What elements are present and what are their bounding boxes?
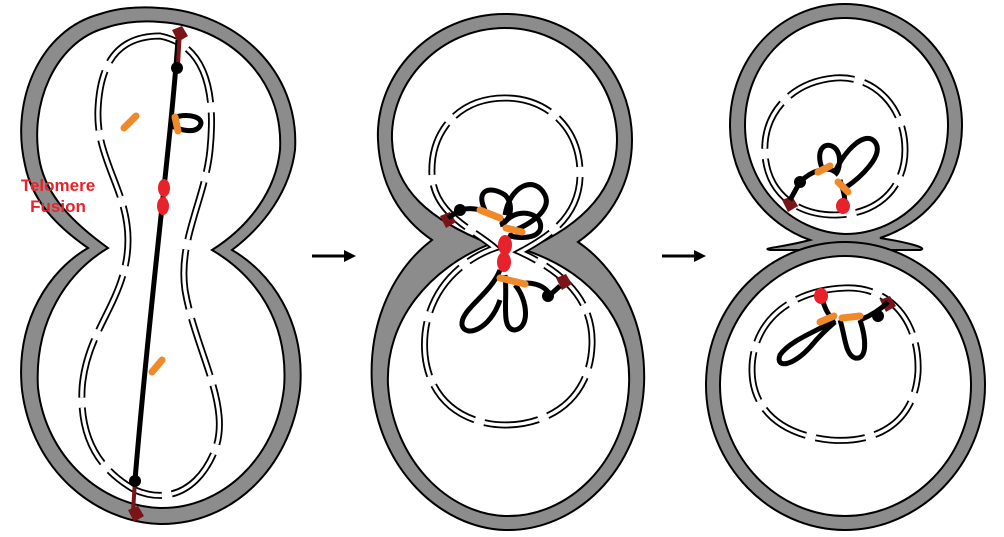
panel-3 [706, 4, 985, 530]
kinetochore-3a [794, 176, 806, 188]
telomere-fusion-label-line1: Telomere [8, 175, 108, 196]
kinetochore-bottom [129, 475, 141, 487]
telomere-fusion-mark-1b [157, 197, 169, 215]
kinetochore-top [171, 62, 183, 74]
telomere-fusion-mark-3b [814, 288, 828, 304]
telomere-fusion-label: Telomere Fusion [8, 175, 108, 217]
right-arrow-icon [662, 250, 706, 262]
kinetochore-2a [454, 204, 466, 216]
telomere-fusion-label-line2: Fusion [8, 196, 108, 217]
kinetochore-3b [872, 310, 884, 322]
centromere-mark-1 [175, 117, 178, 131]
telomere-fusion-mark-2b [497, 252, 511, 272]
panel-2 [372, 14, 645, 530]
telomere-segment-top [178, 30, 180, 65]
centromere-mark-3d [842, 316, 860, 318]
panel-1 [21, 7, 301, 524]
kinetochore-2b [542, 290, 554, 302]
right-arrow-icon [312, 250, 356, 262]
cytoplasm-3-bottom [720, 256, 971, 516]
centromere-mark-2b [506, 228, 522, 232]
telomere-fusion-mark-3a [836, 198, 850, 214]
telomere-fusion-mark-2a [498, 235, 512, 255]
telomere-fusion-mark-1a [158, 179, 170, 197]
